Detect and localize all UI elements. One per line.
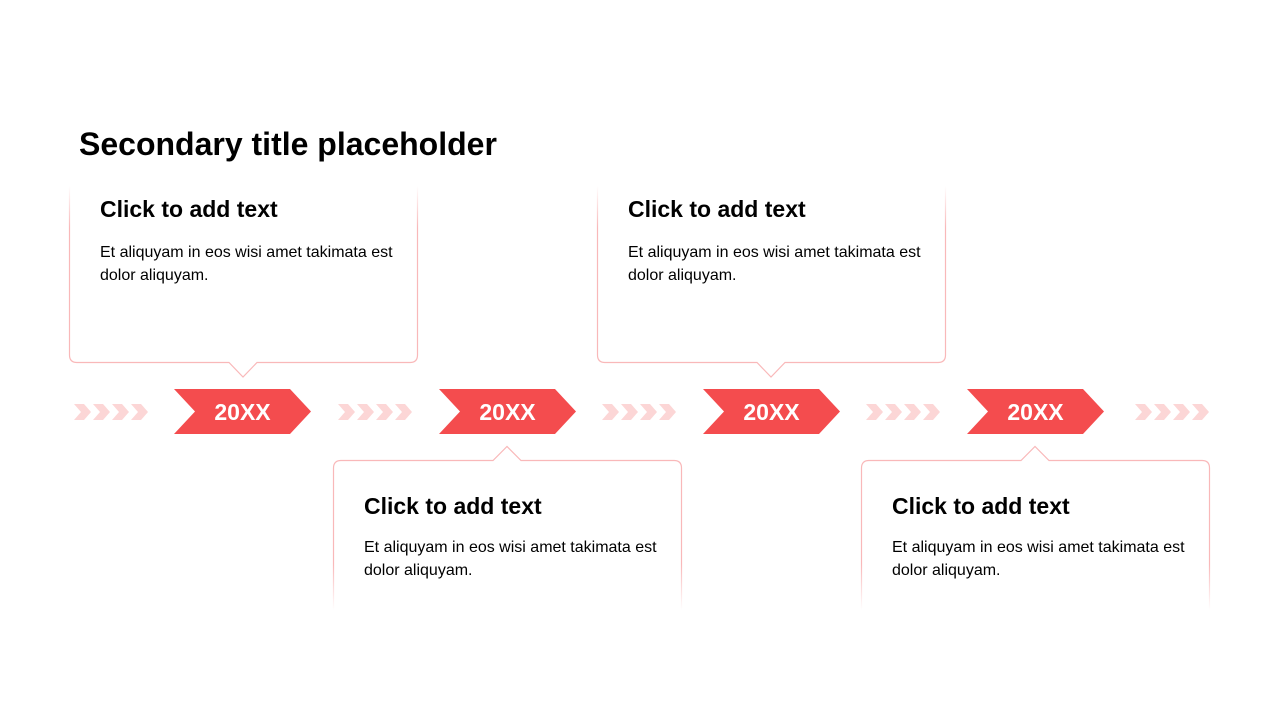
- year-label: 20XX: [743, 399, 800, 425]
- year-tag-1[interactable]: 20XX: [174, 389, 311, 434]
- callout-outline: [332, 445, 683, 610]
- milestone-callout-3[interactable]: Click to add text Et aliquyam in eos wis…: [596, 186, 947, 378]
- arrow-tag-icon: [439, 389, 576, 434]
- arrow-tag-icon: [174, 389, 311, 434]
- chevron-right-icon: [74, 404, 148, 420]
- arrow-tag-icon: [703, 389, 840, 434]
- timeline-row: 20XX 20XX 20XX 20XX: [0, 389, 1280, 435]
- callout-outline: [68, 186, 419, 378]
- arrow-tag-icon: [967, 389, 1104, 434]
- chevron-right-icon: [338, 404, 412, 420]
- chevron-right-icon: [1135, 404, 1209, 420]
- callout-title[interactable]: Click to add text: [100, 196, 278, 222]
- callout-title[interactable]: Click to add text: [364, 493, 542, 519]
- callout-body[interactable]: Et aliquyam in eos wisi amet takimata es…: [628, 244, 921, 284]
- callout-outline: [596, 186, 947, 378]
- milestone-callout-2[interactable]: Click to add text Et aliquyam in eos wis…: [332, 445, 683, 610]
- callout-outline: [860, 445, 1211, 610]
- callout-body[interactable]: Et aliquyam in eos wisi amet takimata es…: [100, 244, 393, 284]
- callout-title[interactable]: Click to add text: [628, 196, 806, 222]
- chevron-right-icon: [602, 404, 676, 420]
- callout-body[interactable]: Et aliquyam in eos wisi amet takimata es…: [892, 539, 1185, 579]
- year-tag-3[interactable]: 20XX: [703, 389, 840, 434]
- milestone-callout-1[interactable]: Click to add text Et aliquyam in eos wis…: [68, 186, 419, 378]
- year-tag-2[interactable]: 20XX: [439, 389, 576, 434]
- milestone-callout-4[interactable]: Click to add text Et aliquyam in eos wis…: [860, 445, 1211, 610]
- callout-title[interactable]: Click to add text: [892, 493, 1070, 519]
- year-tag-4[interactable]: 20XX: [967, 389, 1104, 434]
- year-label: 20XX: [479, 399, 536, 425]
- year-label: 20XX: [1007, 399, 1064, 425]
- year-label: 20XX: [214, 399, 271, 425]
- callout-body[interactable]: Et aliquyam in eos wisi amet takimata es…: [364, 539, 657, 579]
- page-title[interactable]: Secondary title placeholder: [79, 126, 497, 162]
- chevron-right-icon: [866, 404, 940, 420]
